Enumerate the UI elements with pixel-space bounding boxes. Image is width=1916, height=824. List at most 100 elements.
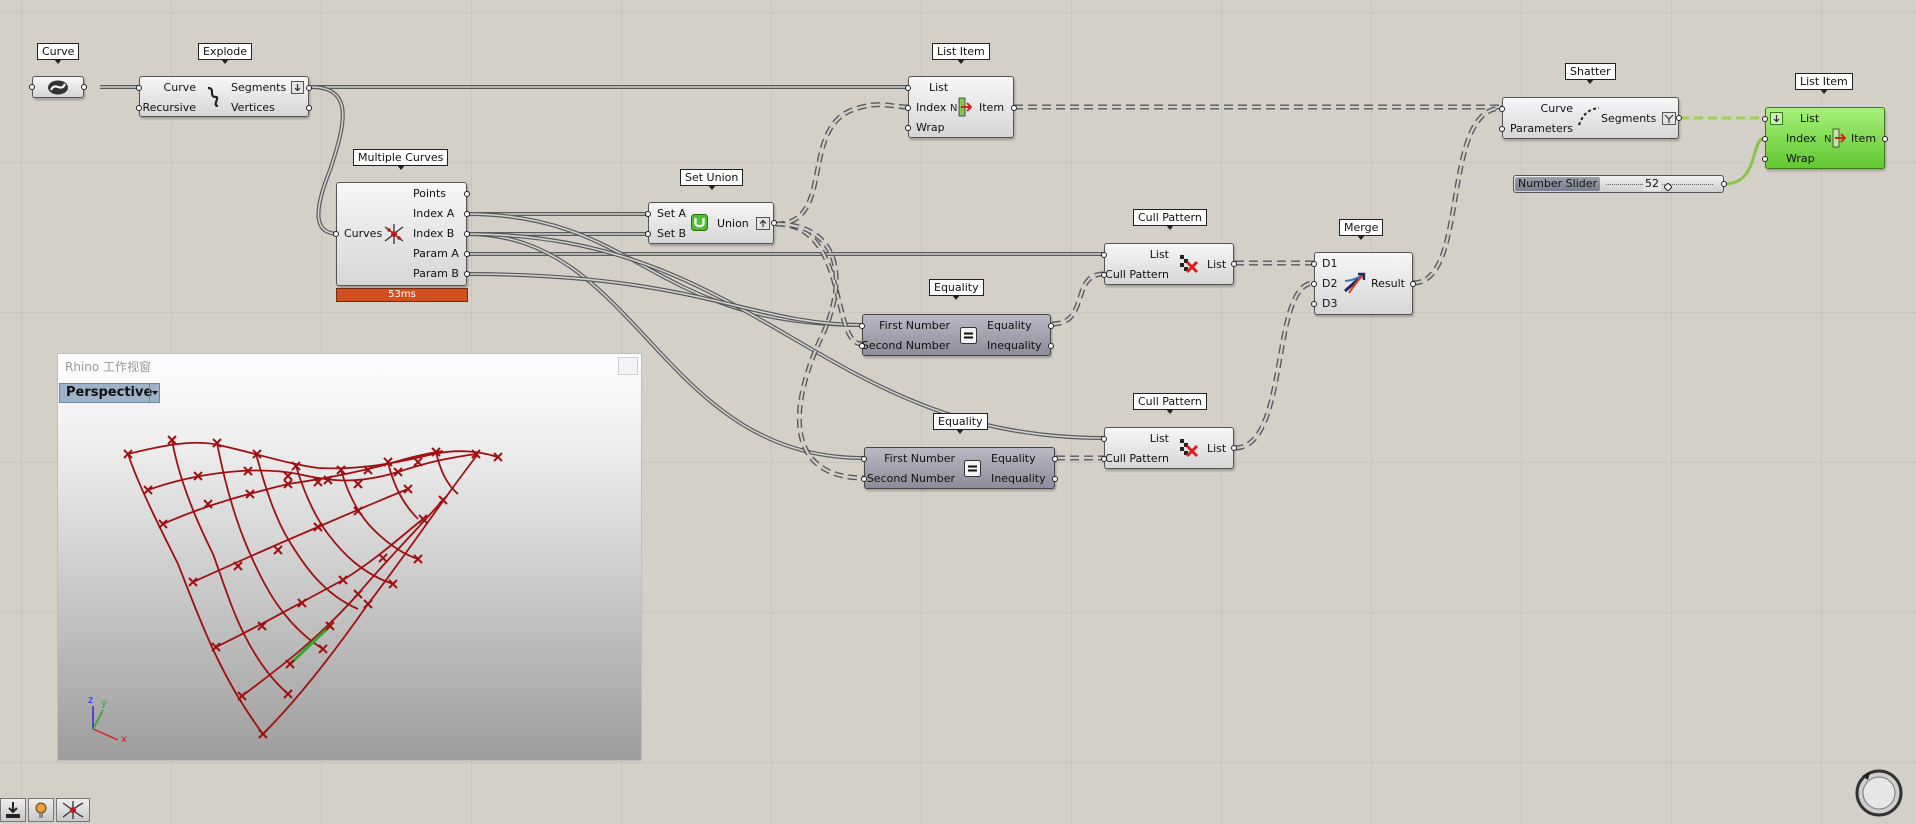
list-item-1-out-item-port[interactable]: [1011, 105, 1017, 111]
number-slider[interactable]: Number Slider 52: [1513, 175, 1727, 194]
explode-input-curve: Curve: [163, 81, 196, 94]
explode-icon: [204, 85, 222, 112]
shatter-output-segments: Segments: [1601, 112, 1657, 125]
cull-pattern-2-in-list-port[interactable]: [1101, 436, 1107, 442]
merge-in-d1-port[interactable]: [1311, 261, 1317, 267]
list-item-1-in-list-port[interactable]: [905, 85, 911, 91]
cull-pattern-2-in-cull-pattern-port[interactable]: [1101, 456, 1107, 462]
equality-1-out-inequality-port[interactable]: [1048, 343, 1054, 349]
number-slider-value[interactable]: 52: [1643, 177, 1661, 191]
bake-button[interactable]: [0, 798, 26, 822]
list-item-1-in-index-port[interactable]: [905, 105, 911, 111]
viewport-close-button[interactable]: [618, 357, 638, 375]
viewport-title: Rhino 工作视窗: [65, 360, 152, 374]
merge-icon: [1343, 271, 1367, 298]
cull-pattern-1-input-cull-pattern: Cull Pattern: [1105, 268, 1169, 281]
cull-pattern-1-in-cull-pattern-port[interactable]: [1101, 272, 1107, 278]
equality-1-in-first-port[interactable]: [859, 323, 865, 329]
axis-x-label: x: [121, 734, 127, 745]
equality-1-out-equality-port[interactable]: [1048, 323, 1054, 329]
multiple-curves-in-curves-port[interactable]: [333, 231, 339, 237]
viewport-view-tab[interactable]: Perspective: [59, 383, 160, 403]
cull-pattern-component-2[interactable]: List Cull Pattern List: [1101, 427, 1237, 469]
curve-param-input-port[interactable]: [29, 84, 35, 90]
vertex-markers: [123, 435, 503, 739]
curve-param-output-port[interactable]: [81, 84, 87, 90]
list-item-2-in-list-port[interactable]: [1762, 116, 1768, 122]
shatter-component[interactable]: Curve Parameters Segments: [1499, 97, 1682, 139]
merge-tag: Merge: [1339, 219, 1384, 240]
equality-2-in-second-port[interactable]: [861, 476, 867, 482]
curve-param-component[interactable]: [29, 76, 87, 98]
equality-2-in-first-port[interactable]: [861, 456, 867, 462]
rhino-viewport[interactable]: Rhino 工作视窗 Perspective: [57, 353, 642, 761]
cull-pattern-1-out-list-port[interactable]: [1231, 261, 1237, 267]
list-item-2-output-item: Item: [1851, 132, 1877, 145]
equality-1-in-second-port[interactable]: [859, 343, 865, 349]
download-icon: [6, 802, 20, 818]
equality-component-1[interactable]: First Number Second Number Equality Ineq…: [859, 314, 1054, 356]
equality-tag-2: Equality: [933, 413, 988, 434]
set-union-out-union-port[interactable]: [771, 220, 777, 226]
simplify-flag-icon: [756, 217, 770, 230]
merge-in-d2-port[interactable]: [1311, 281, 1317, 287]
equality-2-output-equality: Equality: [991, 452, 1036, 465]
shatter-in-curve-port[interactable]: [1499, 106, 1505, 112]
navigation-compass-icon[interactable]: [1852, 766, 1906, 820]
curve-tag: Curve: [37, 43, 80, 64]
multiple-curves-icon: [383, 223, 405, 248]
list-item-1-input-wrap: Wrap: [916, 121, 945, 134]
multiple-curves-output-index-b: Index B: [413, 227, 455, 240]
cull-pattern-component-1[interactable]: List Cull Pattern List: [1101, 243, 1237, 285]
list-item-2-in-wrap-port[interactable]: [1762, 156, 1768, 162]
viewport-canvas: [92, 435, 503, 741]
explode-component[interactable]: Curve Recursive Segments Vertices: [136, 76, 312, 117]
explode-out-vertices-port[interactable]: [306, 105, 312, 111]
list-item-2-out-item-port[interactable]: [1882, 136, 1888, 142]
set-union-in-set-a-port[interactable]: [645, 211, 651, 217]
explode-out-segments-port[interactable]: [306, 85, 312, 91]
cull-pattern-tag-2: Cull Pattern: [1133, 393, 1207, 414]
equality-2-out-inequality-port[interactable]: [1052, 476, 1058, 482]
cull-pattern-1-in-list-port[interactable]: [1101, 252, 1107, 258]
chevron-down-icon[interactable]: [149, 384, 160, 402]
shatter-out-segments-port[interactable]: [1676, 115, 1682, 121]
multiple-curves-out-param-a-port[interactable]: [464, 251, 470, 257]
multiple-curves-out-index-b-port[interactable]: [464, 231, 470, 237]
explode-in-curve-port[interactable]: [136, 85, 142, 91]
list-item-component-2[interactable]: List Index Wrap N Item: [1762, 107, 1888, 169]
explode-in-recursive-port[interactable]: [136, 105, 142, 111]
explode-output-segments: Segments: [231, 81, 287, 94]
merge-out-result-port[interactable]: [1410, 281, 1416, 287]
multiple-curves-out-param-b-port[interactable]: [464, 271, 470, 277]
merge-input-d2: D2: [1322, 277, 1338, 290]
preview-bulb-button[interactable]: [28, 798, 54, 822]
shatter-in-parameters-port[interactable]: [1499, 126, 1505, 132]
list-item-1-output-item: Item: [979, 101, 1005, 114]
merge-input-d1: D1: [1322, 257, 1338, 270]
mesh-display-icon: [62, 801, 84, 819]
number-slider-out-port[interactable]: [1721, 181, 1727, 187]
display-mode-button[interactable]: [56, 798, 90, 822]
multiple-curves-out-index-a-port[interactable]: [464, 211, 470, 217]
slider-grip-icon[interactable]: [1663, 181, 1673, 194]
equality-component-2[interactable]: First Number Second Number Equality Ineq…: [861, 447, 1058, 489]
merge-component[interactable]: D1 D2 D3 Result: [1311, 252, 1416, 315]
equality-2-out-equality-port[interactable]: [1052, 456, 1058, 462]
cull-pattern-2-out-list-port[interactable]: [1231, 445, 1237, 451]
equality-1-input-second-number: Second Number: [861, 339, 950, 352]
multiple-curves-component[interactable]: Curves Points Index A Index B Param A Pa…: [333, 182, 470, 286]
list-item-1-in-wrap-port[interactable]: [905, 125, 911, 131]
explode-output-vertices: Vertices: [231, 101, 275, 114]
set-union-component[interactable]: Set A Set B Union: [645, 202, 777, 244]
list-item-2-in-index-port[interactable]: [1762, 136, 1768, 142]
set-union-input-set-a: Set A: [657, 207, 687, 220]
equality-2-input-first-number: First Number: [884, 452, 955, 465]
multiple-curves-out-points-port[interactable]: [464, 191, 470, 197]
set-union-in-set-b-port[interactable]: [645, 231, 651, 237]
merge-in-d3-port[interactable]: [1311, 301, 1317, 307]
axis-gizmo-icon: [92, 706, 119, 741]
svg-text:N: N: [950, 103, 957, 114]
multiple-curves-tag: Multiple Curves: [353, 149, 449, 170]
list-item-component-1[interactable]: List Index Wrap N Item: [905, 76, 1017, 138]
